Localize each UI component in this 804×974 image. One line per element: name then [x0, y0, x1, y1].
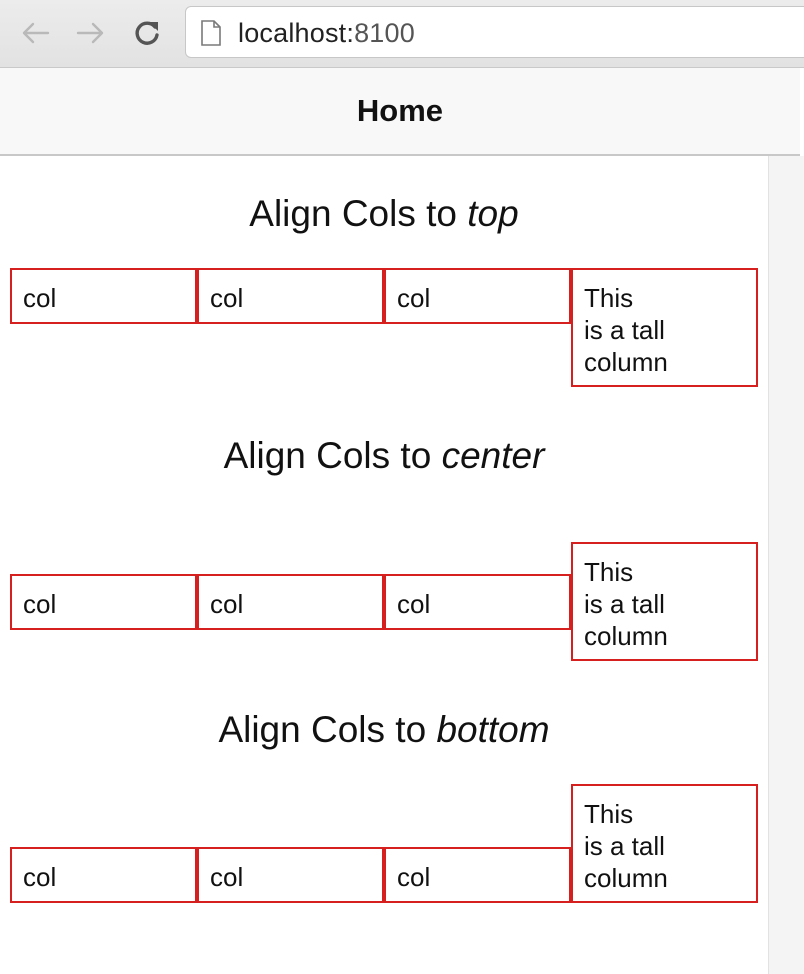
url-port: 8100: [354, 18, 415, 48]
url-host: localhost:: [238, 18, 355, 48]
col-cell: col: [10, 847, 197, 903]
heading-prefix: Align Cols to: [223, 435, 442, 476]
back-arrow-icon: [22, 22, 50, 44]
tall-col-line: This: [584, 283, 634, 313]
back-button[interactable]: [18, 16, 52, 50]
forward-arrow-icon: [76, 22, 104, 44]
browser-toolbar: localhost:8100: [0, 0, 804, 68]
col-cell: col: [384, 268, 571, 324]
reload-icon: [135, 21, 159, 45]
scrollbar-track[interactable]: [768, 156, 804, 974]
tall-col-line: This: [584, 799, 634, 829]
address-bar[interactable]: localhost:8100: [185, 6, 804, 58]
tall-col-line: This: [584, 557, 634, 587]
heading-prefix: Align Cols to: [249, 193, 468, 234]
heading-emphasis: top: [467, 193, 519, 234]
tall-col-line: is a tall: [584, 315, 665, 345]
page-title: Home: [356, 93, 444, 128]
tall-col-line: column: [584, 863, 668, 893]
tall-col-line: column: [584, 347, 668, 377]
tall-col-line: is a tall: [584, 589, 665, 619]
col-cell: col: [10, 268, 197, 324]
forward-button[interactable]: [74, 16, 108, 50]
col-cell: col: [197, 268, 384, 324]
col-cell: col: [384, 847, 571, 903]
col-cell: col: [197, 847, 384, 903]
tall-col-cell: This is a tall column: [571, 542, 758, 661]
section-heading-top: Align Cols to top: [0, 192, 768, 236]
col-cell: col: [10, 573, 197, 630]
app-header: Home: [0, 68, 800, 156]
reload-button[interactable]: [130, 16, 164, 50]
col-cell: col: [197, 573, 384, 630]
heading-prefix: Align Cols to: [218, 709, 437, 750]
row-align-bottom: col col col This is a tall column: [10, 784, 758, 903]
tall-col-cell: This is a tall column: [571, 784, 758, 903]
heading-emphasis: bottom: [436, 709, 550, 750]
row-align-top: col col col This is a tall column: [10, 268, 758, 387]
tall-col-cell: This is a tall column: [571, 268, 758, 387]
section-heading-center: Align Cols to center: [0, 434, 768, 478]
tall-col-line: is a tall: [584, 831, 665, 861]
col-cell: col: [384, 573, 571, 630]
row-align-center: col col col This is a tall column: [10, 542, 758, 661]
url-text: localhost:8100: [238, 18, 415, 49]
section-heading-bottom: Align Cols to bottom: [0, 708, 768, 752]
tall-col-line: column: [584, 621, 668, 651]
page-icon: [201, 20, 221, 46]
heading-emphasis: center: [441, 435, 545, 476]
